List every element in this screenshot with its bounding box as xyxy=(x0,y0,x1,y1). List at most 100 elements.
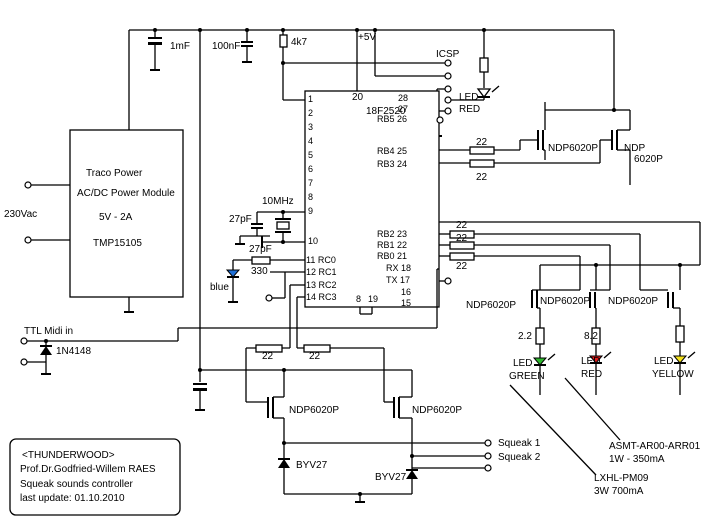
junction-dot xyxy=(612,108,616,112)
mcu-right-pin: RB3 24 xyxy=(377,159,407,169)
junction-dot xyxy=(373,28,377,32)
mcu-pin13: 13 RC2 xyxy=(306,280,337,290)
led-yellow-arrow xyxy=(687,351,696,359)
r-pullup-label: 4k7 xyxy=(291,37,308,48)
q-b1-label: NDP6020P xyxy=(289,405,339,416)
mcu-right-pin: 16 xyxy=(401,287,411,297)
icsp-terminal-3 xyxy=(444,85,452,93)
junction-dot xyxy=(281,28,285,32)
junction-dot xyxy=(198,28,202,32)
title-line1: <THUNDERWOOD> xyxy=(22,450,115,461)
mains-label: 230Vac xyxy=(4,209,37,220)
d-midi-label: 1N4148 xyxy=(56,346,91,357)
junction-dot xyxy=(482,28,486,32)
r22-rc2-label: 22 xyxy=(262,351,274,362)
c1-label: 1mF xyxy=(170,41,190,52)
mcu-left-pin: 3 xyxy=(308,122,313,132)
squeak2-label: Squeak 2 xyxy=(498,452,541,463)
squeak1-terminal xyxy=(484,439,492,447)
led-green-label-1: LED xyxy=(513,358,532,369)
power-module-line1: Traco Power xyxy=(86,168,143,179)
led-red-label-1: LED xyxy=(581,356,600,367)
mcu-right-pin: 15 xyxy=(401,298,411,308)
midi-terminal-1 xyxy=(20,337,28,345)
r22-rc2 xyxy=(255,344,283,353)
junction-dot xyxy=(198,368,202,372)
led-yellow-label-1: LED xyxy=(654,356,673,367)
blue-led-body xyxy=(225,269,241,278)
mcu-right-pin: RB0 21 xyxy=(377,251,407,261)
icsp-terminal-5 xyxy=(444,107,452,115)
mcu-left-pin: 7 xyxy=(308,178,313,188)
led-green-arrow xyxy=(547,353,556,361)
mcu-right-pin: 27 xyxy=(398,104,408,114)
note-asmt-leader xyxy=(564,377,621,441)
r-green xyxy=(535,327,545,345)
junction-dot xyxy=(410,454,414,458)
led-top-resistor xyxy=(479,57,489,73)
junction-dot xyxy=(282,441,286,445)
junction-dot xyxy=(678,263,682,267)
mcu-pin12: 12 RC1 xyxy=(306,267,337,277)
r22-rc3-label: 22 xyxy=(309,351,321,362)
mcu-left-pin: 8 xyxy=(308,192,313,202)
junction-dot xyxy=(281,61,285,65)
r-pullup-body xyxy=(279,34,288,48)
mcu-pin9: 9 xyxy=(308,206,313,216)
led-yellow-label-2: YELLOW xyxy=(652,369,694,380)
junction-dot xyxy=(594,263,598,267)
led-red-body xyxy=(588,355,604,364)
r22-rb0-label: 22 xyxy=(456,261,468,272)
led-top-label-2: RED xyxy=(459,104,480,115)
title-line4: last update: 01.10.2010 xyxy=(20,493,125,504)
junction-dot xyxy=(281,210,285,214)
d-midi-body xyxy=(40,346,52,355)
note-lxhl: LXHL-PM09 xyxy=(594,473,649,484)
d2-body xyxy=(406,470,418,479)
junctions xyxy=(44,28,682,496)
led-yellow-body xyxy=(672,355,688,364)
c4-label: 27pF xyxy=(249,244,272,255)
q-b2-label: NDP6020P xyxy=(412,405,462,416)
squeak2-terminal xyxy=(484,452,492,460)
mcu-name: 18F2520 xyxy=(366,106,406,117)
r330-label: 330 xyxy=(251,266,268,277)
vplus-label: +5V xyxy=(358,32,376,43)
q-top2-label-b: 6020P xyxy=(634,154,663,165)
mains-terminal-2 xyxy=(24,236,32,244)
r-red-label: 8.2 xyxy=(584,331,598,342)
junction-dot xyxy=(44,339,48,343)
midi-label: TTL Midi in xyxy=(24,326,73,337)
mcu-pin20: 20 xyxy=(352,92,364,103)
mcu-right-pins: 28 27 RB5 26 RB4 25 RB3 24 RB2 23 RB1 22… xyxy=(377,93,411,308)
power-module-line4: TMP15105 xyxy=(93,238,142,249)
r330-body xyxy=(251,256,271,265)
power-module-line3: 5V - 2A xyxy=(99,212,133,223)
r22-rb3-label: 22 xyxy=(476,172,488,183)
led-green-body xyxy=(532,357,548,366)
led-top-label-1: LED xyxy=(459,92,478,103)
c3-label: 27pF xyxy=(229,214,252,225)
q-top2-label-a: NDP xyxy=(624,143,645,154)
q-l1-label: NDP6020P xyxy=(466,300,516,311)
mcu-pin11: 11 RC0 xyxy=(306,255,336,265)
mcu-right-pin: RB4 25 xyxy=(377,146,407,156)
junction-dot xyxy=(153,28,157,32)
squeak-common-terminal xyxy=(484,464,492,472)
mcu-pin14: 14 RC3 xyxy=(306,292,337,302)
icsp-terminal-4 xyxy=(444,96,452,104)
r-green-label: 2.2 xyxy=(518,331,532,342)
rb5-terminal xyxy=(436,116,444,124)
crystal-label: 10MHz xyxy=(262,196,294,207)
junction-dot xyxy=(355,28,359,32)
mcu-right-pin: RX 18 xyxy=(386,263,411,273)
led-red-label-2: RED xyxy=(581,369,602,380)
xtal-body xyxy=(276,221,290,230)
title-line2: Prof.Dr.Godfried-Willem RAES xyxy=(20,464,156,475)
mains-terminal-1 xyxy=(24,181,32,189)
squeak1-label: Squeak 1 xyxy=(498,438,541,449)
mcu-right-pin: TX 17 xyxy=(386,275,410,285)
r22-rb3 xyxy=(469,159,495,168)
note-lxhl-spec: 3W 700mA xyxy=(594,486,644,497)
